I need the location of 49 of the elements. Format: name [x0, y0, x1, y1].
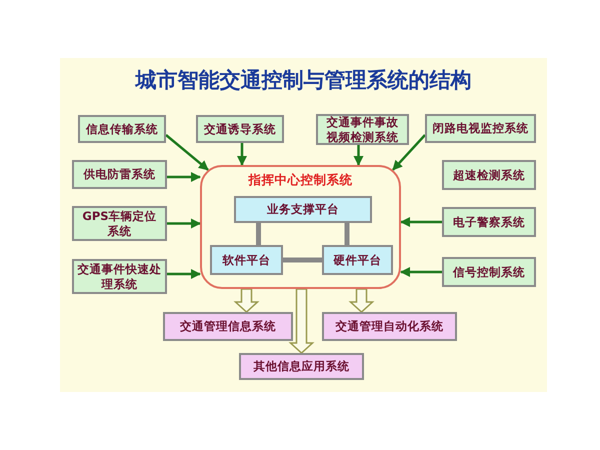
system-box: [425, 114, 536, 143]
box-label: 信号控制系统: [452, 264, 526, 280]
box-label: 软件平台: [221, 252, 272, 268]
system-box: [442, 257, 536, 287]
connector-line: [344, 223, 350, 245]
system-box: [72, 206, 167, 241]
container-title: 指挥中心控制系统: [247, 172, 354, 188]
box-label: 硬件平台: [332, 252, 382, 268]
box-label: 交通事件快速处理系统: [76, 262, 162, 291]
box-label: GPS车辆定位系统: [81, 209, 158, 238]
system-box: [72, 160, 167, 189]
connector-line: [256, 223, 261, 245]
arrow: [400, 267, 442, 277]
arrow: [167, 269, 201, 279]
control-center-container: [200, 165, 401, 289]
arrow: [167, 218, 201, 228]
box-label: 交通管理信息系统: [179, 319, 277, 334]
platform-box: [210, 245, 283, 275]
arrow: [165, 134, 209, 171]
connector-line: [283, 258, 322, 262]
diagram-title: 城市智能交通控制与管理系统的结构: [134, 67, 472, 94]
system-box: [442, 160, 536, 190]
arrow: [237, 143, 247, 166]
box-label: 电子警察系统: [452, 214, 526, 230]
box-label: 信息传输系统: [84, 122, 159, 136]
system-box: [78, 115, 166, 143]
hollow-arrow: [288, 288, 314, 354]
arrow: [392, 134, 426, 171]
hollow-arrow: [234, 288, 260, 314]
hollow-arrow: [348, 288, 374, 314]
box-label: 交通管理自动化系统: [334, 319, 444, 334]
arrow: [400, 217, 442, 227]
platform-box: [322, 245, 393, 275]
arrow: [167, 172, 201, 182]
box-label: 其他信息应用系统: [252, 359, 350, 374]
system-box: [316, 114, 409, 145]
box-label: 交通事件事故视频检测系统: [325, 115, 400, 144]
arrow: [354, 145, 364, 166]
box-label: 超速检测系统: [452, 168, 526, 182]
box-label: 供电防雷系统: [82, 167, 156, 182]
system-box: [196, 115, 284, 143]
application-box: [163, 312, 293, 341]
platform-box: [234, 196, 372, 223]
box-label: 闭路电视监控系统: [432, 121, 530, 136]
system-box: [442, 207, 536, 237]
box-label: 交通诱导系统: [203, 122, 277, 136]
application-box: [322, 312, 457, 341]
application-box: [239, 353, 364, 380]
box-label: 业务支撑平台: [266, 202, 340, 217]
